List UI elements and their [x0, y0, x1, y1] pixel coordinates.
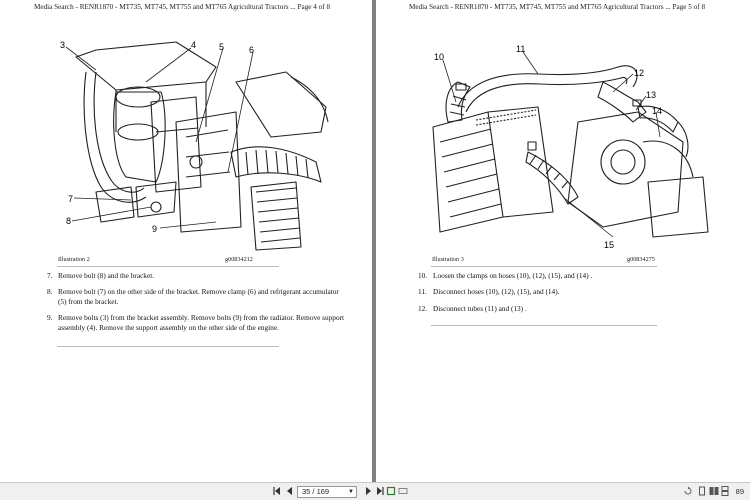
- divider: [57, 266, 279, 267]
- step-text: Remove bolt (7) on the other side of the…: [58, 287, 339, 306]
- rotate-icon[interactable]: [682, 486, 694, 498]
- figure-caption: Illustration 3: [432, 256, 464, 263]
- viewer-toolbar: 35 / 169 ▼ 89: [0, 482, 750, 500]
- single-page-view-icon[interactable]: [696, 486, 708, 498]
- illustration-2: 3 4 5 6 7 8 9: [56, 12, 346, 252]
- step-number: 9.: [47, 313, 53, 323]
- callout-14: 14: [652, 106, 662, 116]
- callout-15: 15: [604, 240, 614, 250]
- step-text: Disconnect hoses (10), (12), (15), and (…: [433, 287, 560, 297]
- last-page-icon[interactable]: [374, 486, 386, 498]
- callout-8: 8: [66, 216, 71, 226]
- step-text: Remove bolts (3) from the bracket assemb…: [58, 313, 345, 332]
- document-page-left: Media Search - RENR1870 - MT735, MT745, …: [0, 0, 372, 482]
- step-number: 10.: [418, 271, 428, 280]
- step-number: 8.: [47, 287, 53, 297]
- callout-6: 6: [249, 45, 254, 55]
- fit-page-icon[interactable]: [385, 486, 397, 498]
- figure-id: g00834275: [627, 256, 655, 263]
- callout-4: 4: [191, 40, 196, 50]
- step-number: 11.: [418, 287, 427, 297]
- step-text: Remove bolt (8) and the bracket.: [58, 271, 155, 280]
- page-header: Media Search - RENR1870 - MT735, MT745, …: [409, 3, 706, 11]
- divider: [431, 266, 657, 267]
- step-item: 10. Loosen the clamps on hoses (10), (12…: [418, 271, 718, 280]
- page-indicator: 35 / 169: [302, 487, 330, 496]
- step-item: 9. Remove bolts (3) from the bracket ass…: [47, 313, 347, 332]
- step-text: Loosen the clamps on hoses (10), (12), (…: [433, 271, 593, 280]
- document-page-right: Media Search - RENR1870 - MT735, MT745, …: [376, 0, 750, 482]
- radiator-line-drawing: 10 11 12 13 14 15: [432, 44, 709, 250]
- figure-caption: Illustration 2: [58, 256, 90, 263]
- step-item: 12. Disconnect tubes (11) and (13) .: [418, 304, 718, 313]
- chevron-down-icon[interactable]: ▼: [348, 489, 354, 495]
- figure-id: g00834212: [225, 256, 253, 263]
- next-page-icon[interactable]: [362, 486, 374, 498]
- step-item: 11. Disconnect hoses (10), (12), (15), a…: [418, 287, 718, 296]
- step-number: 7.: [47, 271, 53, 280]
- callout-5: 5: [219, 42, 224, 52]
- step-item: 7. Remove bolt (8) and the bracket.: [47, 271, 347, 280]
- page-header: Media Search - RENR1870 - MT735, MT745, …: [34, 3, 331, 11]
- previous-page-icon[interactable]: [284, 486, 296, 498]
- two-page-view-icon[interactable]: [708, 486, 720, 498]
- first-page-icon[interactable]: [271, 486, 283, 498]
- page-number-field[interactable]: 35 / 169 ▼: [297, 486, 357, 498]
- callout-13: 13: [646, 90, 656, 100]
- zoom-level[interactable]: 89: [735, 487, 744, 496]
- continuous-view-icon[interactable]: [720, 486, 730, 498]
- illustration-3: 10 11 12 13 14 15: [428, 12, 718, 252]
- callout-3: 3: [60, 40, 65, 50]
- step-number: 12.: [418, 303, 428, 313]
- callout-10: 10: [434, 52, 444, 62]
- callout-12: 12: [634, 68, 644, 78]
- step-text: Disconnect tubes (11) and (13) .: [433, 303, 527, 313]
- divider: [431, 325, 657, 326]
- step-item: 8. Remove bolt (7) on the other side of …: [47, 287, 347, 306]
- procedure-steps: 10. Loosen the clamps on hoses (10), (12…: [418, 271, 718, 320]
- callout-9: 9: [152, 224, 157, 234]
- callout-7: 7: [68, 194, 73, 204]
- divider: [57, 346, 279, 347]
- procedure-steps: 7. Remove bolt (8) and the bracket. 8. R…: [47, 271, 347, 339]
- callout-11: 11: [516, 44, 525, 54]
- engine-line-drawing: 3 4 5 6 7 8 9: [60, 40, 329, 251]
- fit-width-icon[interactable]: [397, 486, 409, 498]
